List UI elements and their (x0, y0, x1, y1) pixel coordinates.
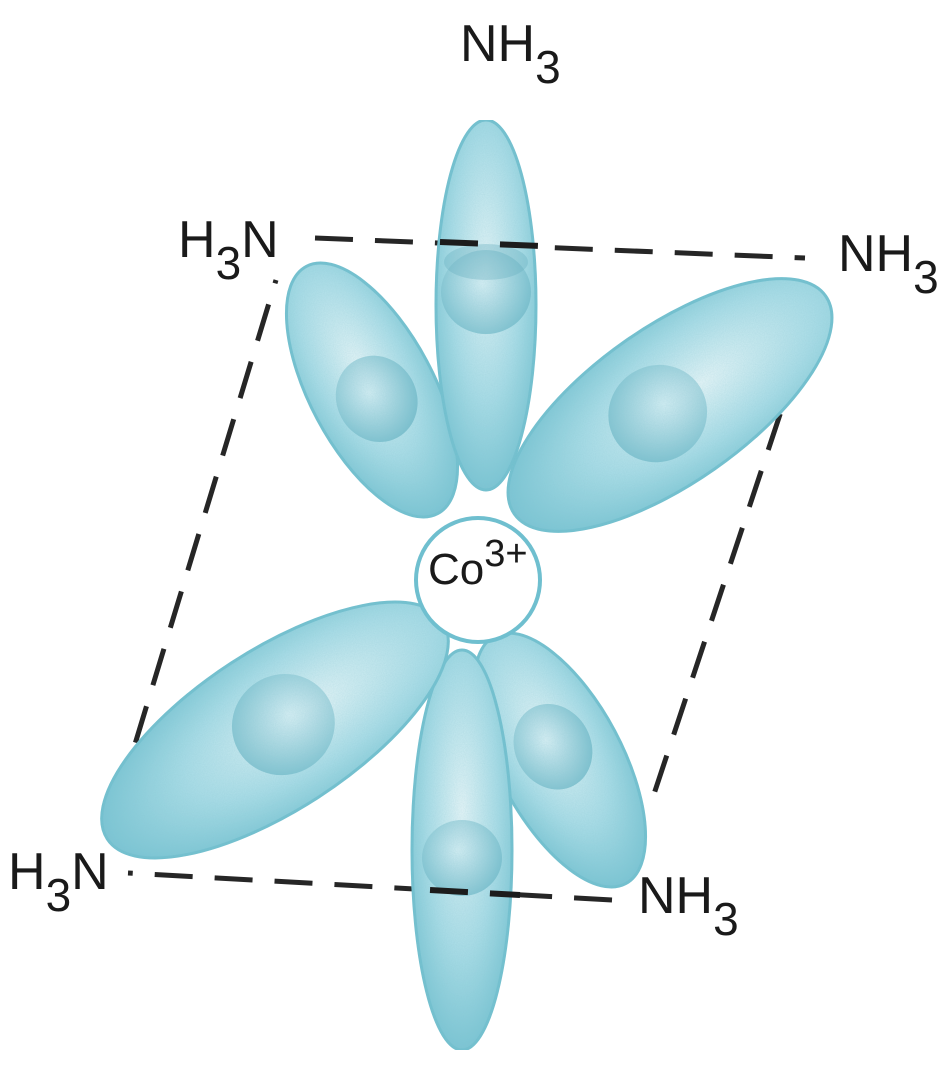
ligand-label-upper-right: NH3 (838, 228, 939, 280)
metal-charge: 3+ (484, 533, 527, 575)
ligand-label-upper-left: H3N (178, 214, 279, 266)
orbital-lobe-top (436, 120, 536, 490)
ligand-label-top: NH3 (460, 18, 561, 70)
orbital-lobe-bottom (412, 650, 512, 1050)
plane-edge-top (315, 238, 805, 258)
ligand-label-lower-left: H3N (8, 846, 109, 898)
metal-ion-label: Co3+ (428, 548, 528, 592)
ligand-label-lower-right: NH3 (638, 870, 739, 922)
plane-edge-bottom (128, 873, 612, 900)
metal-symbol: Co (428, 545, 484, 594)
